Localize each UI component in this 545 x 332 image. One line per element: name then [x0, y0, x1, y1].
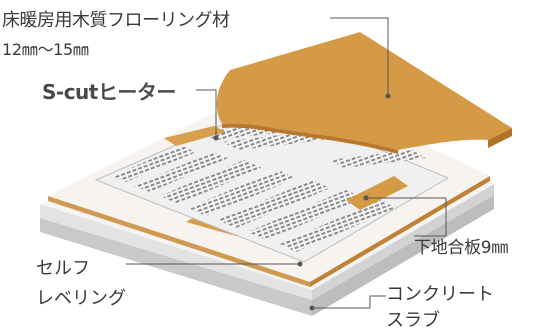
flooring-top: [216, 32, 512, 150]
heater-strip-1: [112, 146, 196, 182]
slab-side-face: [312, 195, 494, 316]
concrete-slab: [40, 195, 494, 316]
leader-subfloor-dot: [363, 195, 369, 201]
heater-strip-7: [280, 200, 396, 252]
slab-front-face: [40, 218, 312, 316]
heater-label: S-cutヒーター: [42, 80, 176, 104]
leader-subfloor: [366, 197, 447, 237]
leveling-front-face: [40, 204, 312, 300]
heater-strip-3: [160, 160, 262, 204]
concrete-label-line1: コンクリート: [386, 284, 494, 305]
self-leveling-label-line1: セルフ: [36, 258, 90, 279]
subfloor-label: 下地合板9㎜: [414, 238, 509, 258]
concrete-label-line2: スラブ: [386, 310, 440, 331]
flooring-left-piece: [164, 126, 226, 146]
flooring-right-tab: [346, 176, 408, 210]
leader-dots: [213, 93, 391, 311]
leader-concrete: [312, 295, 386, 309]
leader-heater: [196, 89, 217, 138]
leader-heater-dot: [213, 135, 219, 141]
flooring-thickness-label: 12㎜～15㎜: [2, 40, 89, 59]
heater-strip-2: [134, 152, 228, 192]
wood-flooring: [164, 32, 512, 210]
flooring-side-edge: [488, 128, 512, 148]
flooring-curl-shadow: [222, 123, 398, 154]
heater-strip-4: [188, 170, 296, 216]
heater-strip-10: [330, 150, 426, 168]
leader-flooring-dot: [385, 93, 391, 99]
heater-strip-5: [218, 180, 330, 228]
heater-strip-6: [248, 190, 364, 240]
leveling-side-face: [312, 184, 494, 300]
plywood-side-edge: [310, 176, 490, 287]
leader-flooring: [330, 17, 389, 96]
leader-concrete-dot: [309, 305, 315, 311]
self-leveling-label-line2: レベリング: [36, 288, 126, 309]
leader-lines: [126, 17, 447, 309]
flooring-label: 床暖房用木質フローリング材: [2, 10, 230, 31]
leader-self-leveling-dot: [297, 261, 303, 267]
